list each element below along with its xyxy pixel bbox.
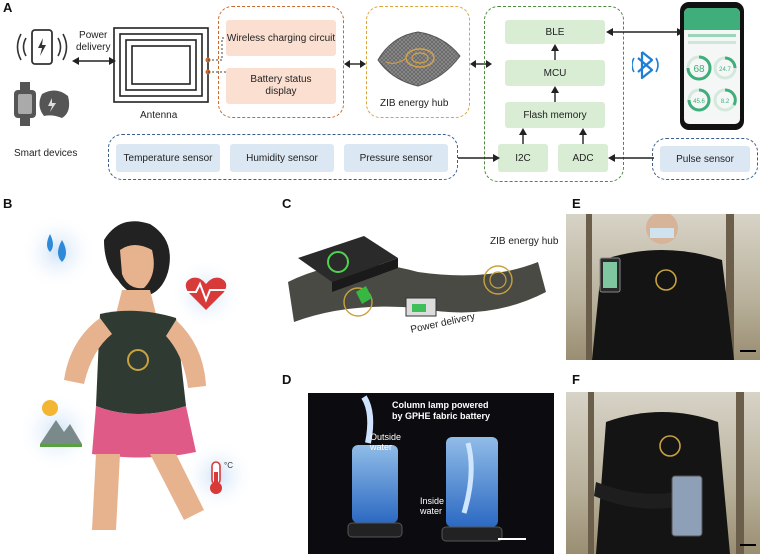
mcu-internal-arrows xyxy=(519,44,587,144)
zib-hub-group xyxy=(366,6,470,118)
zib-hub-product-label: ZIB energy hub xyxy=(490,236,559,247)
bluetooth-icon xyxy=(632,51,659,80)
panel-label-e: E xyxy=(572,196,581,211)
ble-box: BLE xyxy=(505,20,605,44)
gauge-value-4: 8.2 xyxy=(721,99,730,105)
bidirectional-arrow-icon xyxy=(470,60,492,68)
panel-label-c: C xyxy=(282,196,292,211)
adc-box: ADC xyxy=(558,144,608,172)
charging-display-group xyxy=(218,6,344,118)
mcu-box: MCU xyxy=(505,60,605,86)
column-lamp-title: Column lamp powered by GPHE fabric batte… xyxy=(392,400,491,421)
column-lamp-image xyxy=(347,395,526,542)
wearer-image-f xyxy=(588,392,756,554)
wearer-photo-e xyxy=(566,214,760,360)
bidirectional-arrow-icon xyxy=(72,57,116,65)
pressure-sensor-box: Pressure sensor xyxy=(344,144,448,172)
panel-label-b: B xyxy=(3,196,13,211)
smart-devices-label: Smart devices xyxy=(14,148,78,159)
humidity-sensor-box: Humidity sensor xyxy=(230,144,334,172)
app-header xyxy=(684,8,740,30)
wearer-image-e xyxy=(586,214,756,360)
power-delivery-label: Power delivery xyxy=(76,30,111,53)
pulse-sensor-box: Pulse sensor xyxy=(660,146,750,172)
bidirectional-arrow-icon xyxy=(606,28,684,36)
arrow-right-icon xyxy=(458,154,500,162)
panel-label-f: F xyxy=(572,372,580,387)
wearer-photo-f xyxy=(566,392,760,554)
app-bar xyxy=(688,41,736,44)
app-bar xyxy=(688,34,736,37)
panel-label-a: A xyxy=(3,0,13,15)
panel-label-d: D xyxy=(282,372,292,387)
coil-connector xyxy=(208,37,226,73)
zib-hub-product-image xyxy=(288,236,546,322)
arrow-left-icon xyxy=(608,154,654,162)
antenna-coil-icon xyxy=(113,27,211,103)
zib-hub-label: ZIB energy hub xyxy=(380,98,449,109)
outside-water-label: Outside water xyxy=(370,432,402,452)
temperature-sensor-box: Temperature sensor xyxy=(116,144,220,172)
zib-energy-hub-image xyxy=(377,31,461,87)
svg-text:°C: °C xyxy=(224,461,233,470)
sensor-group xyxy=(108,134,458,180)
app-gauges: 68 24.7 45.6 8.2 xyxy=(686,55,737,112)
column-lamp-photo xyxy=(308,393,554,554)
runner-illustration: °C xyxy=(18,214,254,530)
bidirectional-arrow-icon xyxy=(344,60,366,68)
smart-devices-icon xyxy=(14,29,70,126)
pulse-sensor-group xyxy=(652,138,758,180)
flash-memory-box: Flash memory xyxy=(505,102,605,128)
mcu-group xyxy=(484,6,624,182)
wireless-charging-box: Wireless charging circuit xyxy=(226,20,336,56)
gauge-value-2: 24.7 xyxy=(719,67,731,73)
antenna-label: Antenna xyxy=(140,110,178,121)
gauge-value-1: 68 xyxy=(693,64,705,75)
inside-water-label: Inside water xyxy=(420,496,445,516)
battery-status-box: Battery status display xyxy=(226,68,336,104)
phone-screen: 68 24.7 45.6 8.2 xyxy=(684,8,740,124)
i2c-box: I2C xyxy=(498,144,548,172)
gauge-value-3: 45.6 xyxy=(693,99,705,105)
